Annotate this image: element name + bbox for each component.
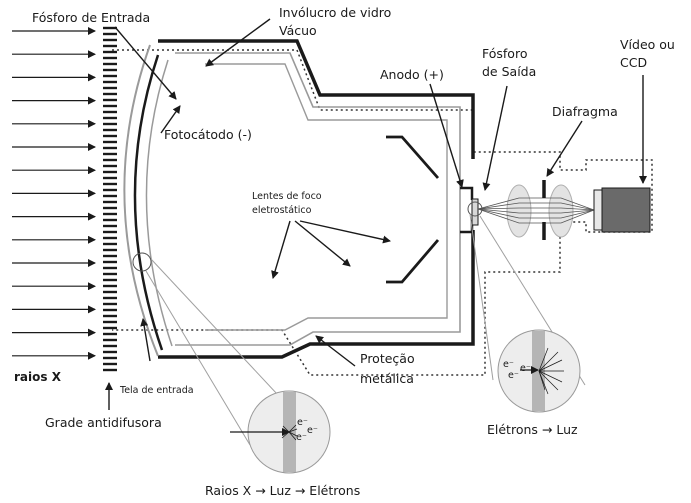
electron-symbol-6: e⁻ [520,363,531,374]
glass-inner-contour-2 [205,63,448,331]
lens-1 [506,184,532,238]
label-video-1: Vídeo ou [620,37,675,52]
label-electrons-light: Elétrons → Luz [487,422,578,437]
label-focus-lenses-2: eletrostático [252,205,312,216]
output-phosphor [471,198,479,226]
label-output-phosphor-2: de Saída [482,64,537,79]
label-input-phosphor: Fósforo de Entrada [32,10,151,25]
label-input-screen: Tela de entrada [120,385,194,396]
label-glass-envelope: Invólucro de vidro [279,5,392,20]
label-vacuum: Vácuo [279,23,317,38]
anti-scatter-grid [103,26,117,372]
label-grid: Grade antidifusora [45,415,162,430]
label-output-phosphor-1: Fósforo [482,46,528,61]
light-rays [477,197,595,224]
focus-electrode-bottom [386,239,440,284]
input-phosphor-curve [145,59,173,347]
camera-body [601,187,651,233]
label-diaphragm: Diafragma [552,104,618,119]
photocathode-curve [133,54,164,351]
label-metal-shield-1: Proteção [360,351,415,366]
label-focus-lenses-1: Lentes de foco [252,191,322,202]
label-photocathode: Fotocátodo (-) [164,127,252,142]
anode-bottom [460,220,474,234]
electron-symbol-3: e⁻ [296,432,307,443]
anode-top [460,186,474,200]
electron-symbol-1: e⁻ [297,417,308,428]
electron-symbol-5: e⁻ [508,370,519,381]
label-xray-light-electrons: Raios X → Luz → Elétrons [205,483,361,498]
x-ray-arrows [12,27,96,360]
label-video-2: CCD [620,55,648,70]
label-metal-shield-2: metálica [360,371,414,386]
leader-arrows [105,18,647,410]
inset-output-phosphor [497,329,581,413]
electron-symbol-4: e⁻ [503,359,514,370]
lens-2 [548,184,574,238]
camera-front [593,189,603,231]
label-xrays: raios X [14,370,61,384]
input-zoom-circle [132,252,152,272]
input-screen-curve [123,44,159,357]
label-anode: Anodo (+) [380,67,444,82]
electron-symbol-2: e⁻ [307,425,318,436]
metal-shield-outline [112,49,653,376]
glass-envelope [158,39,475,359]
focus-electrode-top [386,135,440,179]
glass-inner-contour [175,52,461,346]
inset-input-screen [230,390,331,474]
